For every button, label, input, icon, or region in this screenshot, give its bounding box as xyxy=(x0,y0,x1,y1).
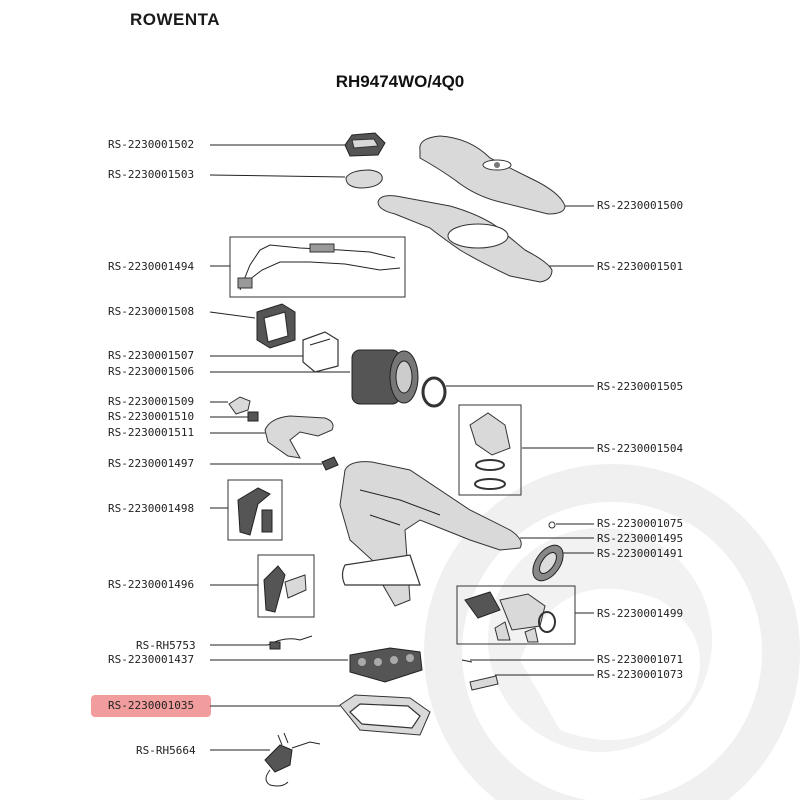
part-small-screw xyxy=(548,521,556,529)
callout-rs-2230001506[interactable]: RS-2230001506 xyxy=(108,365,350,378)
part-cyclone-assembly xyxy=(458,404,522,496)
part-number-label: RS-2230001500 xyxy=(597,199,683,212)
part-trigger-assembly xyxy=(227,479,283,541)
part-number-label: RS-RH5753 xyxy=(136,639,196,652)
callout-rs-2230001500[interactable]: RS-2230001500 xyxy=(555,199,683,212)
part-number-label: RS-2230001498 xyxy=(108,502,194,515)
callout-rs-2230001510[interactable]: RS-2230001510 xyxy=(108,410,248,423)
callout-rs-2230001075[interactable]: RS-2230001075 xyxy=(556,517,683,530)
part-charger-adapter xyxy=(264,732,321,787)
part-top-cover xyxy=(419,135,566,215)
callout-rs-2230001509[interactable]: RS-2230001509 xyxy=(108,395,228,408)
part-number-label: RS-2230001496 xyxy=(108,578,194,591)
part-number-label: RS-2230001071 xyxy=(597,653,683,666)
part-motor-bracket xyxy=(256,303,296,349)
part-motor-shell xyxy=(302,331,339,373)
part-number-label: RS-2230001509 xyxy=(108,395,194,408)
part-latch xyxy=(469,675,499,691)
callout-rs-2230001073[interactable]: RS-2230001073 xyxy=(495,668,683,681)
part-number-label: RS-2230001508 xyxy=(108,305,194,318)
part-connector xyxy=(228,396,251,415)
callout-rs-2230001071[interactable]: RS-2230001071 xyxy=(470,653,683,666)
callout-rs-2230001491[interactable]: RS-2230001491 xyxy=(560,547,683,560)
part-number-label: RS-2230001501 xyxy=(597,260,683,273)
part-number-label: RS-2230001073 xyxy=(597,668,683,681)
callout-rs-2230001511[interactable]: RS-2230001511 xyxy=(108,426,265,439)
callout-rs-2230001501[interactable]: RS-2230001501 xyxy=(548,260,683,273)
part-spring xyxy=(461,659,473,663)
part-cable-connector xyxy=(267,635,313,650)
part-switch-board xyxy=(257,554,315,618)
callout-rs-2230001437[interactable]: RS-2230001437 xyxy=(108,653,348,666)
part-nozzle-kit xyxy=(456,585,576,645)
callout-rs-rh5664[interactable]: RS-RH5664 xyxy=(136,744,270,757)
part-number-label: RS-2230001491 xyxy=(597,547,683,560)
watermark-logo xyxy=(424,464,800,800)
part-number-label: RS-2230001495 xyxy=(597,532,683,545)
part-number-label: RS-2230001499 xyxy=(597,607,683,620)
part-wiring-harness xyxy=(229,236,406,298)
callout-rs-2230001496[interactable]: RS-2230001496 xyxy=(108,578,258,591)
part-filter xyxy=(532,544,564,582)
part-number-label: RS-2230001507 xyxy=(108,349,194,362)
model-title: RH9474WO/4Q0 xyxy=(335,72,465,91)
part-number-label: RS-2230001437 xyxy=(108,653,194,666)
callout-rs-2230001504[interactable]: RS-2230001504 xyxy=(522,442,683,455)
callout-rs-2230001503[interactable]: RS-2230001503 xyxy=(108,168,346,181)
callout-rs-2230001497[interactable]: RS-2230001497 xyxy=(108,457,322,470)
part-button-cap xyxy=(344,132,386,157)
part-number-label: RS-2230001075 xyxy=(597,517,683,530)
callout-rs-2230001507[interactable]: RS-2230001507 xyxy=(108,349,305,362)
part-bottom-cover xyxy=(377,195,553,283)
callout-rs-2230001498[interactable]: RS-2230001498 xyxy=(108,502,228,515)
part-number-label: RS-2230001510 xyxy=(108,410,194,423)
part-handle-trim xyxy=(264,415,334,459)
part-number-label: RS-RH5664 xyxy=(136,744,196,757)
part-number-label: RS-2230001502 xyxy=(108,138,194,151)
part-clip xyxy=(321,456,339,471)
part-pad xyxy=(345,169,383,189)
part-number-label: RS-2230001504 xyxy=(597,442,683,455)
part-main-body xyxy=(339,461,522,607)
callout-rs-rh5753[interactable]: RS-RH5753 xyxy=(136,639,268,652)
part-battery-cover xyxy=(339,694,431,736)
part-number-label: RS-2230001511 xyxy=(108,426,194,439)
brand-logo: ROWENTA xyxy=(130,10,221,29)
callout-rs-2230001499[interactable]: RS-2230001499 xyxy=(575,607,683,620)
part-number-label: RS-2230001505 xyxy=(597,380,683,393)
callout-rs-2230001495[interactable]: RS-2230001495 xyxy=(520,532,683,545)
part-seal-ring xyxy=(421,376,447,408)
part-number-label: RS-2230001035 xyxy=(108,699,194,712)
part-number-label: RS-2230001503 xyxy=(108,168,194,181)
part-number-label: RS-2230001494 xyxy=(108,260,194,273)
highlight-marker xyxy=(91,695,211,717)
part-number-label: RS-2230001497 xyxy=(108,457,194,470)
part-number-label: RS-2230001506 xyxy=(108,365,194,378)
callout-rs-2230001505[interactable]: RS-2230001505 xyxy=(446,380,683,393)
part-small-plate xyxy=(247,411,259,422)
part-motor xyxy=(351,349,419,405)
callout-rs-2230001035[interactable]: RS-2230001035 xyxy=(108,699,340,712)
part-battery xyxy=(349,647,423,683)
callout-rs-2230001508[interactable]: RS-2230001508 xyxy=(108,305,256,319)
callout-rs-2230001502[interactable]: RS-2230001502 xyxy=(108,138,345,151)
callout-rs-2230001494[interactable]: RS-2230001494 xyxy=(108,260,230,273)
